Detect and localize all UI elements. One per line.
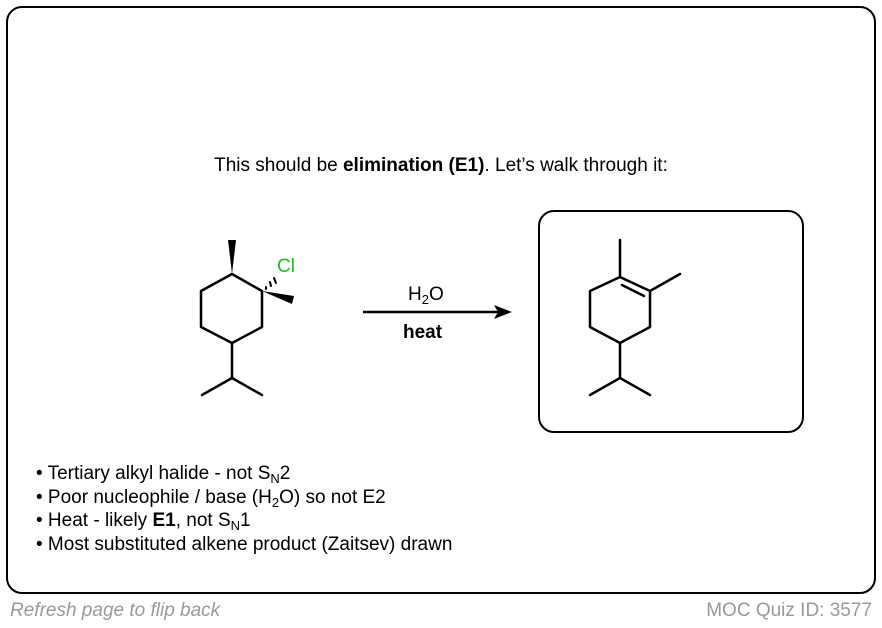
bullet-sub: N [230,518,241,533]
bullet-item: • Poor nucleophile / base (H2O) so not E… [36,486,452,510]
reagent-o: O [428,284,444,305]
bullet-text: • Most substituted alkene product (Zaits… [36,533,453,555]
bullet-text: • Heat - likely [36,510,153,531]
answer-card[interactable] [6,6,876,594]
bullet-text: • Tertiary alkyl halide - not S [36,463,271,484]
methyl-wedge-2 [262,291,294,304]
bullet-text-end: O) so not E2 [279,486,386,508]
methyl-wedge [228,240,236,274]
bullet-sub: 2 [271,494,280,510]
bullet-text-end: 1 [240,510,251,531]
reagent-h: H [408,284,422,305]
bullet-item: • Heat - likely E1, not SN1 [36,509,452,533]
bullet-item: • Most substituted alkene product (Zaits… [36,533,452,557]
heading-text: This should be [214,155,343,176]
heading-bold: elimination (E1) [342,155,485,176]
reaction-arrow [363,305,512,319]
bullet-text-mid: , not S [175,510,231,531]
chloro-hash-bond [265,277,277,290]
refresh-hint: Refresh page to flip back [10,600,221,621]
product-molecule [588,238,682,397]
heading-text-end: . Let’s walk through it: [484,155,668,176]
bullet-text-end: 2 [279,463,291,484]
bullet-bold: E1 [152,510,176,531]
bullet-text: • Poor nucleophile / base (H [36,486,272,508]
quiz-id: MOC Quiz ID: 3577 [706,600,872,621]
bullet-sub: N [270,471,280,486]
bullet-list: • Tertiary alkyl halide - not SN2 • Poor… [36,462,452,556]
chlorine-label: Cl [277,256,295,277]
product-box [538,210,804,433]
condition-label: heat [403,322,443,343]
reagent-label: H2O [408,284,444,306]
explanation-heading: This should be elimination (E1). Let’s w… [0,155,882,177]
reagent-sub: 2 [421,292,429,307]
bullet-item: • Tertiary alkyl halide - not SN2 [36,462,452,486]
reactant-molecule [199,240,294,397]
